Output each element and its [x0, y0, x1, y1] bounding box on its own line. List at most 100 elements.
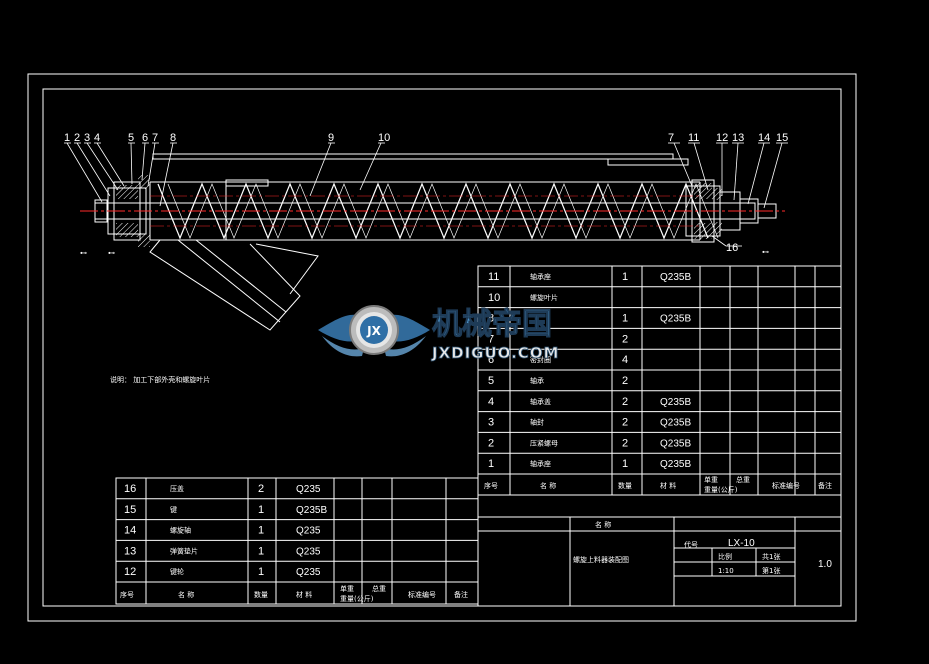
right-part-no: 2 — [488, 437, 494, 449]
left-header-remark: 备注 — [454, 590, 468, 599]
left-header-weight: 重量(公斤) — [340, 594, 374, 603]
left-part-name: 压盖 — [170, 484, 184, 493]
right-part-no: 5 — [488, 375, 494, 387]
right-part-name: 轴承座 — [530, 272, 551, 281]
leader-label-right-7: 7 — [668, 132, 674, 144]
right-part-name: 密封圈 — [530, 355, 551, 364]
title-version: 1.0 — [818, 559, 832, 570]
title-sheet-label: 第1张 — [762, 566, 780, 575]
left-part-name: 键 — [170, 505, 177, 514]
leader-line — [96, 142, 125, 187]
leader-line — [673, 142, 693, 187]
leader-label-4: 4 — [94, 132, 100, 144]
leader-lines — [64, 142, 788, 209]
right-header-no: 序号 — [484, 481, 498, 490]
left-part-material: Q235 — [296, 567, 321, 578]
leader-line — [763, 142, 783, 209]
right-part-qty: 1 — [622, 271, 628, 283]
left-part-no: 16 — [124, 483, 136, 495]
leader-label-7: 7 — [152, 132, 158, 144]
right-part-material: Q235B — [660, 272, 691, 283]
title-drawing-name: 螺旋上料器装配图 — [573, 555, 629, 564]
right-part-name: 轴封 — [530, 418, 544, 427]
left-part-qty: 2 — [258, 483, 264, 495]
right-header-remark: 备注 — [818, 481, 832, 490]
leader-line — [147, 142, 156, 187]
right-part-no: 8 — [488, 313, 494, 325]
dim-mark-left-2: ⊷ — [108, 249, 115, 257]
right-part-qty: 4 — [622, 354, 628, 366]
left-part-no: 13 — [124, 545, 136, 557]
left-part-material: Q235 — [296, 484, 321, 495]
title-scale: 1:10 — [718, 567, 734, 575]
leader-line — [130, 142, 133, 185]
right-part-no: 3 — [488, 417, 494, 429]
leader-label-right-15: 15 — [776, 132, 788, 144]
right-part-name: 轴承座 — [530, 459, 551, 468]
leader-line — [733, 142, 739, 201]
left-part-qty: 1 — [258, 504, 264, 516]
leader-line — [76, 142, 111, 197]
left-part-material: Q235 — [296, 526, 321, 537]
left-part-no: 15 — [124, 504, 136, 516]
right-part-qty: 2 — [622, 437, 628, 449]
watermark-en: JXDIGUO.COM — [431, 344, 559, 362]
right-part-qty: 1 — [622, 458, 628, 470]
left-table-frame — [115, 477, 479, 605]
right-header-total: 总重 — [736, 475, 750, 484]
right-part-qty: 2 — [622, 396, 628, 408]
right-part-material: Q235B — [660, 459, 691, 470]
left-part-no: 12 — [124, 566, 136, 578]
leader-line — [693, 142, 709, 191]
leader-line — [359, 142, 382, 191]
right-part-no: 7 — [488, 333, 494, 345]
watermark-badge: JX — [366, 324, 381, 338]
leader-label-6: 6 — [142, 132, 148, 144]
right-part-no: 11 — [488, 271, 499, 283]
right-part-no: 1 — [488, 458, 494, 470]
right-part-material: Q235B — [660, 314, 691, 325]
leader-label-10: 10 — [378, 132, 390, 144]
left-part-name: 螺旋轴 — [170, 526, 191, 535]
right-part-no: 4 — [488, 396, 494, 408]
right-part-material: Q235B — [660, 397, 691, 408]
leader-label-8: 8 — [170, 132, 176, 144]
left-part-name: 弹簧垫片 — [170, 546, 198, 555]
left-header-unit: 单重 — [340, 584, 354, 593]
right-part-name: 轴承 — [530, 376, 544, 385]
right-part-name: 螺旋叶片 — [530, 293, 558, 302]
dim-mark-right: ⊷ — [762, 248, 769, 256]
dim-mark-left: ⊷ — [80, 249, 87, 257]
outer-border — [27, 73, 857, 622]
leader-line — [66, 142, 103, 203]
left-part-qty: 1 — [258, 525, 264, 537]
watermark-cn: 机械帝国 — [432, 307, 552, 342]
leader-label-3: 3 — [84, 132, 90, 144]
right-part-material: Q235B — [660, 418, 691, 429]
title-code-label: 代号 — [684, 540, 698, 549]
title-block — [477, 516, 842, 607]
title-sheets-label: 共1张 — [762, 552, 780, 561]
right-part-no: 6 — [488, 354, 494, 366]
leader-label-5: 5 — [128, 132, 134, 144]
right-part-qty: 2 — [622, 375, 628, 387]
right-header-std: 标准编号 — [772, 481, 800, 490]
leader-label-right-11: 11 — [688, 132, 699, 144]
left-header-std: 标准编号 — [408, 590, 436, 599]
watermark-logo: JX 机械帝国 JXDIGUO.COM — [318, 305, 559, 362]
right-part-name: 轴承盖 — [530, 397, 551, 406]
left-part-qty: 1 — [258, 566, 264, 578]
left-part-material: Q235 — [296, 546, 321, 557]
right-header-name: 名 称 — [540, 481, 556, 490]
leader-label-2: 2 — [74, 132, 80, 144]
title-scale-label: 比例 — [718, 552, 732, 561]
right-part-name: 压紧螺母 — [530, 438, 558, 447]
right-header-weight: 重量(公斤) — [704, 485, 738, 494]
leader-line — [159, 142, 174, 207]
conveyor-assembly — [94, 153, 777, 331]
left-part-no: 14 — [124, 525, 136, 537]
right-part-qty: 2 — [622, 333, 628, 345]
